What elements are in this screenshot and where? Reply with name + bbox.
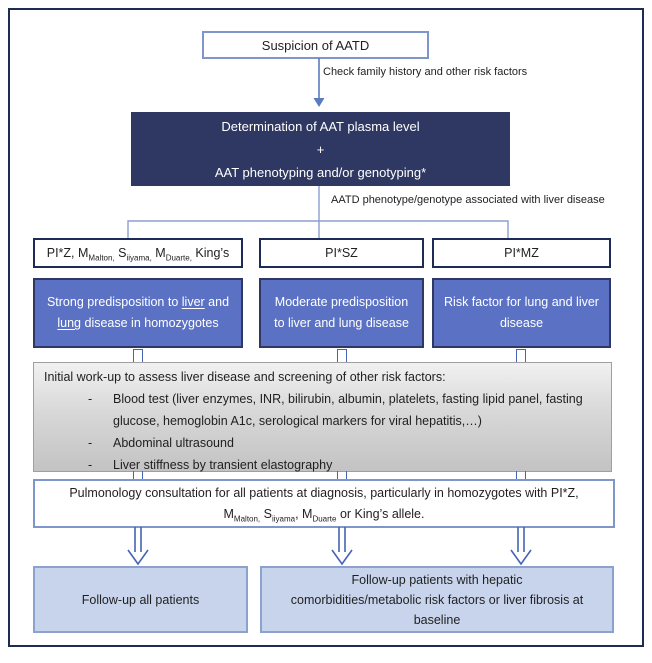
bullet-dash: - <box>88 436 93 450</box>
down-arrow-small-icon <box>133 471 143 480</box>
workup-intro: Initial work-up to assess liver disease … <box>44 370 446 384</box>
down-arrow-small-icon <box>516 471 526 480</box>
followup-hepatic-line-2: comorbidities/metabolic risk factors or … <box>290 592 584 607</box>
genotype-piz-label: PI*Z, MMalton, Siiyama, MDuarte, King’s <box>46 246 230 263</box>
pulmonology-line-1: Pulmonology consultation for all patient… <box>69 485 579 500</box>
genotype-pisz-label: PI*SZ <box>325 246 358 260</box>
followup-hepatic-line-1: Follow-up patients with hepatic <box>351 572 523 587</box>
determination-line-2: + <box>316 141 325 157</box>
workup-bullet-1: - Blood test (liver enzymes, INR, biliru… <box>44 388 601 432</box>
risk-box-strong: Strong predisposition to liver and lung … <box>33 278 243 348</box>
workup-bullet-2: - Abdominal ultrasound <box>44 432 601 454</box>
genotype-box-pisz: PI*SZ <box>259 238 424 268</box>
bullet-dash: - <box>88 392 93 406</box>
risk-moderate-label: Moderate predisposition to liver and lun… <box>274 295 409 330</box>
risk-box-moderate: Moderate predisposition to liver and lun… <box>259 278 424 348</box>
followup-hepatic-line-3: baseline <box>413 612 461 627</box>
down-arrow-small-icon <box>337 349 347 362</box>
determination-line-3: AAT phenotyping and/or genotyping* <box>214 164 427 180</box>
down-arrow-small-icon <box>516 349 526 362</box>
risk-factor-label: Risk factor for lung and liver disease <box>444 295 599 330</box>
risk-box-factor: Risk factor for lung and liver disease <box>432 278 611 348</box>
outer-frame <box>8 8 644 647</box>
genotype-box-piz: PI*Z, MMalton, Siiyama, MDuarte, King’s <box>33 238 243 268</box>
pulmonology-line-2: MMalton, Siiyama, MDuarte or King’s alle… <box>223 506 425 523</box>
genotype-pimz-label: PI*MZ <box>504 246 539 260</box>
risk-strong-label: Strong predisposition to liver and lung … <box>46 295 230 330</box>
workup-box: Initial work-up to assess liver disease … <box>33 362 612 472</box>
followup-hepatic-box: Follow-up patients with hepatic comorbid… <box>260 566 614 633</box>
suspicion-label: Suspicion of AATD <box>261 37 370 53</box>
branch-label: AATD phenotype/genotype associated with … <box>331 194 605 206</box>
check-family-history-label: Check family history and other risk fact… <box>323 66 528 78</box>
bullet-dash: - <box>88 458 93 472</box>
pulmonology-box: Pulmonology consultation for all patient… <box>33 479 615 528</box>
genotype-box-pimz: PI*MZ <box>432 238 611 268</box>
followup-all-label: Follow-up all patients <box>81 592 200 607</box>
workup-bullet-3: - Liver stiffness by transient elastogra… <box>44 454 601 476</box>
down-arrow-small-icon <box>133 349 143 362</box>
followup-all-box: Follow-up all patients <box>33 566 248 633</box>
suspicion-box: Suspicion of AATD <box>202 31 429 59</box>
determination-box: Determination of AAT plasma level + AAT … <box>131 112 510 186</box>
down-arrow-small-icon <box>337 471 347 480</box>
determination-line-1: Determination of AAT plasma level <box>221 118 420 134</box>
